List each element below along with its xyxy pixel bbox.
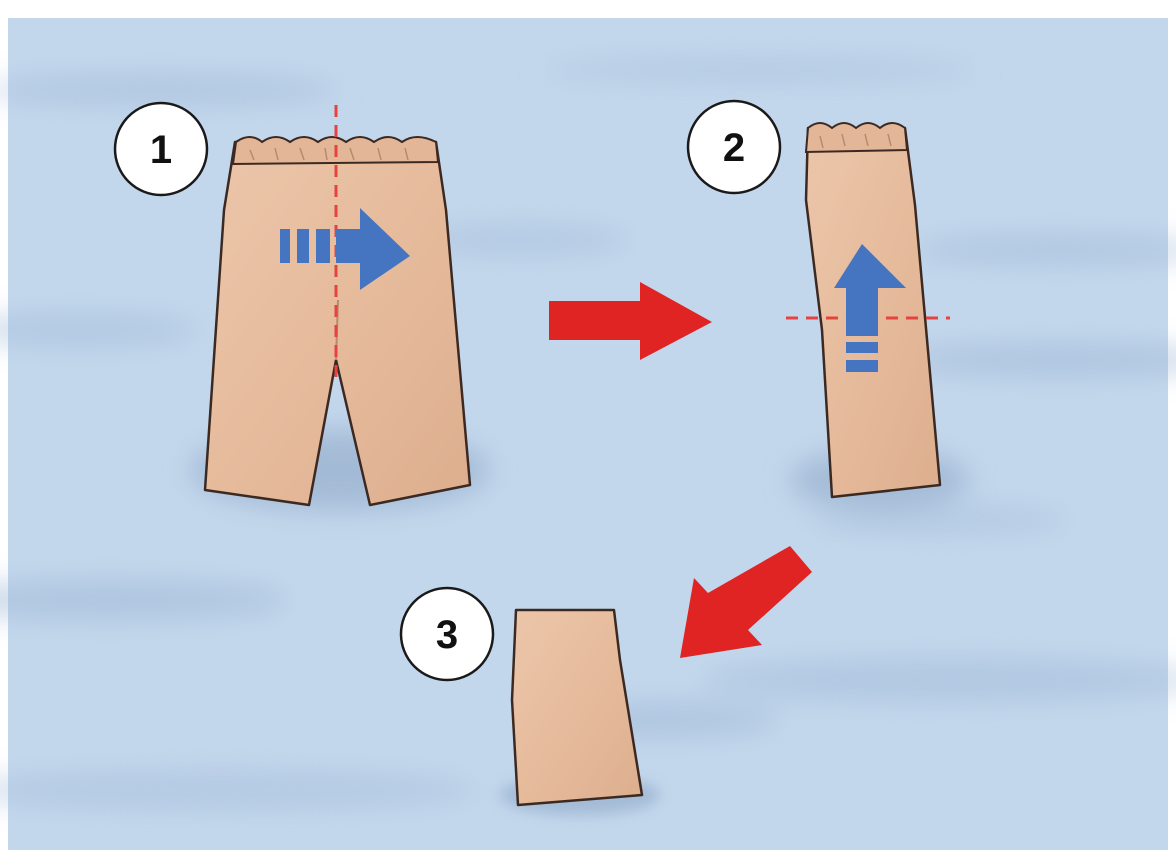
step-2-number: 2 <box>723 126 745 170</box>
step-1-number: 1 <box>150 128 172 172</box>
step-1-badge: 1 <box>115 103 207 195</box>
step-3-number: 3 <box>436 613 458 657</box>
waistband <box>806 123 907 152</box>
step-2-badge: 2 <box>688 101 780 193</box>
step-3-badge: 3 <box>401 588 493 680</box>
